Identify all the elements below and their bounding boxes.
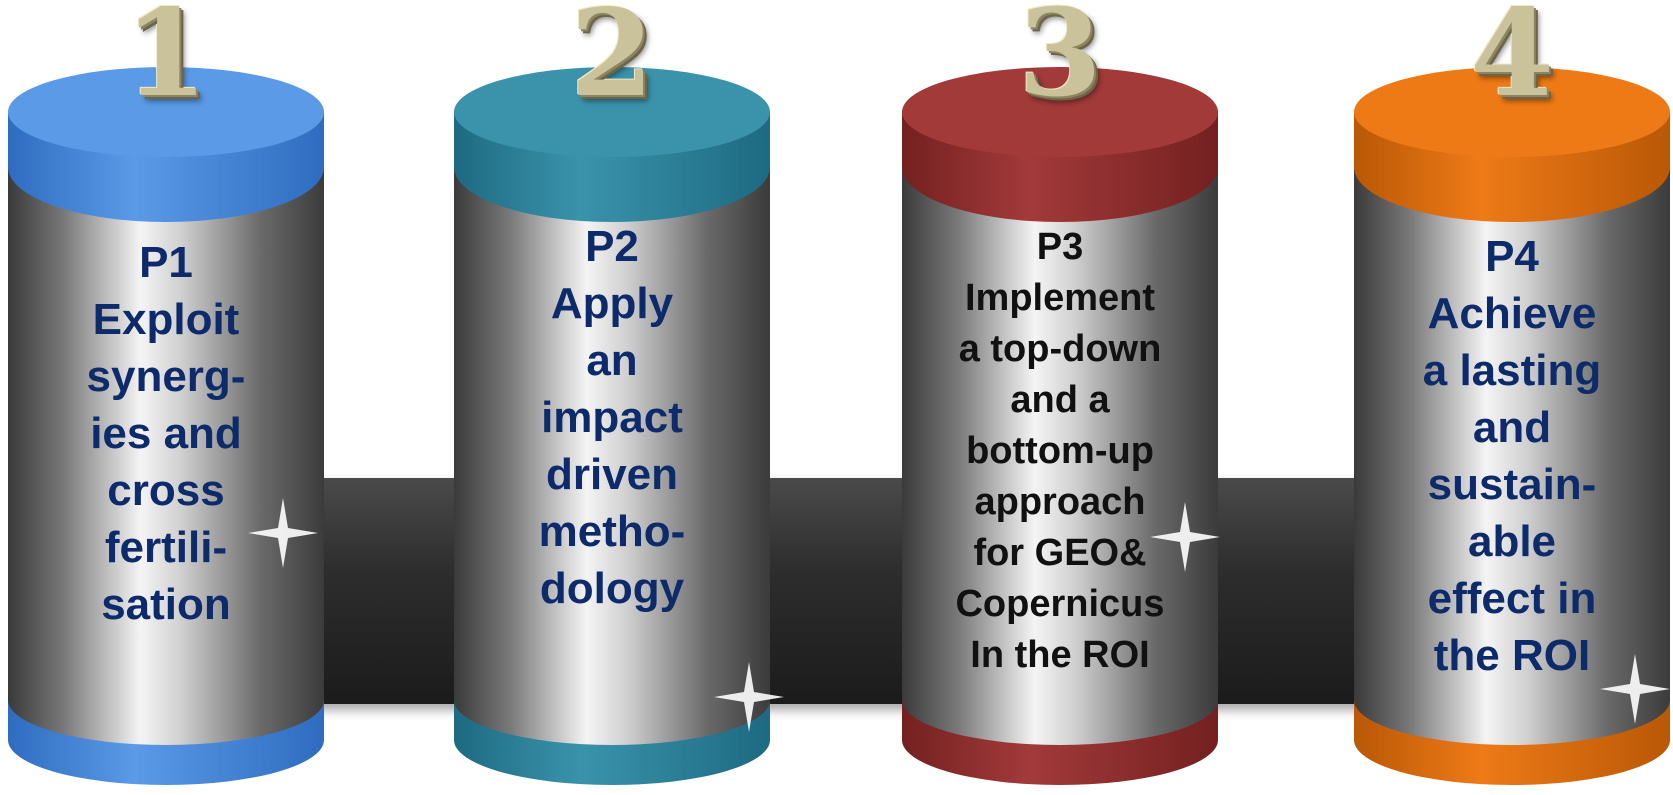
pillar-3-line: bottom-up (966, 430, 1154, 472)
pillar-1-code: P1 (139, 238, 193, 287)
pillar-lid-highlight (18, 71, 314, 145)
sparkle-icon (714, 662, 784, 732)
pillar-4-line: effect in (1427, 574, 1597, 623)
pillar-lid-highlight (1364, 71, 1660, 145)
pillar-1-cylinder (8, 67, 324, 785)
pillar-3-text: P3 Implement a top-down and a bottom-up … (932, 222, 1188, 681)
pillar-body (902, 112, 1218, 745)
sparkle-icon (248, 498, 318, 568)
pillar-2-line: impact (541, 393, 683, 442)
pillar-4-cylinder (1354, 67, 1670, 785)
pillar-3: 3 P3 Implement a top-down and a bottom-u… (902, 0, 1218, 795)
pillar-4-line: a lasting (1422, 346, 1602, 395)
pillar-3-line: Implement (964, 277, 1156, 319)
pillar-2-number: 2 (570, 0, 654, 124)
pillar-1-line: cross (107, 466, 225, 515)
pillar-4-line: Achieve (1427, 289, 1597, 338)
pillar-1-line: Exploit (92, 295, 240, 344)
pillar-4-number: 4 (1470, 0, 1554, 124)
pillar-1-line: synerg- (86, 352, 246, 401)
sparkle-icon (1150, 502, 1220, 572)
pillar-1-line: sation (101, 580, 231, 629)
pillar-2-line: an (586, 336, 638, 385)
connector-1-2 (300, 478, 480, 704)
pillar-2-line: Apply (550, 279, 674, 328)
pillar-2-line: driven (545, 450, 679, 499)
pillar-4-line: able (1467, 517, 1557, 566)
pillar-3-line: In the ROI (970, 634, 1150, 676)
pillar-1-text: P1 Exploit synerg- ies and cross fertili… (38, 234, 294, 633)
pillar-3-line: Copernicus (955, 583, 1165, 625)
pillar-2: 2 P2 Apply an impact driven metho- dolog… (454, 0, 770, 795)
pillar-2-line: dology (539, 564, 685, 613)
pillar-4-line: the ROI (1433, 631, 1591, 680)
pillar-2-text: P2 Apply an impact driven metho- dology (484, 218, 740, 617)
pillar-body (1354, 112, 1670, 745)
pillar-3-line: a top-down (958, 328, 1162, 370)
pillar-2-line: metho- (538, 507, 686, 556)
pillar-1-line: fertili- (104, 523, 228, 572)
pillar-4-line: sustain- (1427, 460, 1597, 509)
connector-3-4 (1200, 478, 1380, 704)
pillar-lid-highlight (464, 71, 760, 145)
pillar-3-cylinder (902, 67, 1218, 785)
pillar-3-number: 3 (1018, 0, 1102, 124)
sparkle-icon (1600, 654, 1670, 724)
pillar-body (8, 112, 324, 745)
connector-2-3 (750, 478, 930, 704)
pillar-1: 1 P1 Exploit synerg- ies and cross ferti… (8, 0, 324, 795)
pillar-3-line: and a (1010, 379, 1110, 421)
pillar-lid-highlight (912, 71, 1208, 145)
pillar-3-line: for GEO& (973, 532, 1147, 574)
pillar-4: 4 P4 Achieve a lasting and sustain- able… (1354, 0, 1670, 795)
pillar-4-text: P4 Achieve a lasting and sustain- able e… (1384, 228, 1640, 684)
pillar-4-line: and (1472, 403, 1552, 452)
pillar-3-code: P3 (1036, 226, 1084, 268)
pillar-3-line: approach (974, 481, 1146, 523)
pillar-body (454, 112, 770, 745)
pillar-1-line: ies and (90, 409, 242, 458)
pillar-1-number: 1 (124, 0, 208, 124)
pillar-4-code: P4 (1485, 232, 1539, 281)
pillar-2-cylinder (454, 67, 770, 785)
pillar-2-code: P2 (585, 222, 639, 271)
